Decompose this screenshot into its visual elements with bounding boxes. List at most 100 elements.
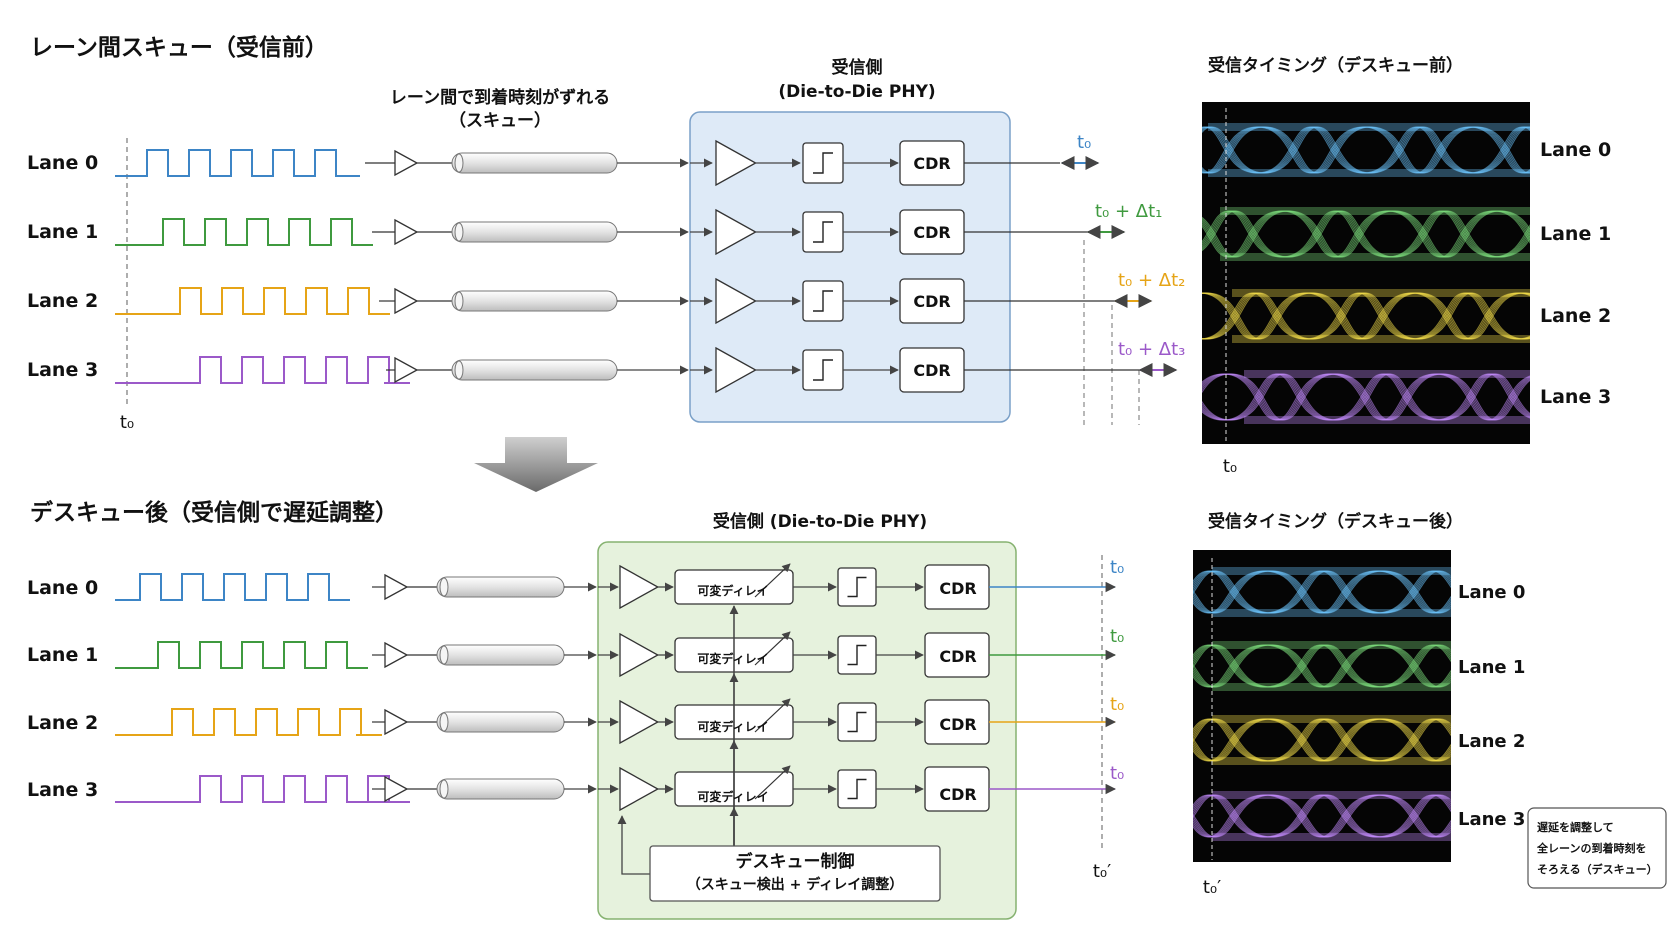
top-eye-t0-label: t₀ [1223,456,1237,477]
top-eye-lane-1-pattern-rail-top [1220,207,1530,215]
bottom-cdr-label-2: CDR [939,715,976,734]
top-phy-label-sub: (Die-to-Die PHY) [778,82,935,102]
top-t0-label: t₀ [120,412,134,433]
top-channel-3 [451,359,618,381]
top-phy-label: 受信側 [832,57,883,78]
bottom-t0p-label: t₀′ [1093,861,1111,882]
deskew-control-sub: （スキュー検出 + ディレイ調整） [687,876,904,893]
top-sampler-3-symbol [813,359,833,381]
bottom-eye-lane-2-pattern-trace-b-5 [1193,718,1451,762]
bottom-eye-lane-3-pattern [1193,791,1451,841]
bottom-eye-lane-2-pattern-trace-a-5 [1193,718,1451,762]
top-arrival-label-3: t₀ + Δt₃ [1118,339,1185,360]
top-phy-box [689,111,1011,423]
top-eye-lane-1-pattern-trace-b-5 [1202,210,1530,258]
top-eye-traces [1202,123,1530,424]
bottom-eye-lane-2: Lane 2 [1458,731,1525,752]
bottom-eye-lane-0-pattern [1193,567,1451,617]
note-line-2: 全レーンの到着時刻を [1536,841,1646,855]
bottom-eye-lane-3-pattern-trace-a-5 [1193,794,1451,838]
bottom-eye-t0p-label: t₀′ [1203,877,1221,898]
bottom-delay-label-2: 可変ディレイ [697,719,768,734]
bottom-eye-lane-1-pattern [1193,641,1451,691]
top-rx-amp-1 [715,208,757,256]
bottom-tx-buffer-0 [384,573,409,601]
bottom-channel-2-end [439,712,449,732]
bottom-rx-amp-1 [619,632,660,678]
bottom-eye-lane-2-pattern [1193,715,1451,765]
bottom-eye-lane-1-pattern-trace-b-5 [1193,644,1451,688]
bottom-waveform-3 [115,775,410,803]
bottom-lane-label-1: Lane 1 [27,644,98,666]
bottom-tx-buffer-2 [384,708,409,736]
bottom-cdr-label-3: CDR [939,785,976,804]
bottom-eye-lane-0-pattern-trace-b-5 [1193,570,1451,614]
bottom-rx-amp-2 [619,699,660,745]
top-waveform-0 [115,149,360,177]
bottom-channel-3 [436,778,565,800]
bottom-waveform-2 [115,708,382,736]
top-waveform-3 [115,356,410,384]
bottom-channel-1-end [439,645,449,665]
bottom-arrival-label-2: t₀ [1110,694,1124,715]
top-rx-amp-2 [715,277,757,325]
control-feedback-from-amp [617,815,650,875]
top-eye-lane-3-pattern-rail-top [1244,370,1530,378]
bottom-cdr-label-1: CDR [939,647,976,666]
bottom-eye-lane-3-pattern-rail-top [1212,791,1451,799]
top-waveform-1 [115,218,373,246]
top-arrival-label-2: t₀ + Δt₂ [1118,270,1185,291]
top-channel-1-end [454,222,464,242]
top-eye-lane-0-pattern [1202,123,1530,177]
top-cdr-label-0: CDR [913,154,950,173]
top-cdr-label-3: CDR [913,361,950,380]
bottom-rx-amp-3 [619,766,660,812]
note-box [1527,807,1667,889]
bottom-eye-lane-3-pattern-rail-bottom [1212,833,1451,841]
bottom-waveform-0 [115,573,350,601]
bottom-eye-lane-0-pattern-rail-top [1212,567,1451,575]
bottom-eye-lane-1-pattern-trace-a-5 [1193,644,1451,688]
bottom-eye-lane-0-pattern-rail-bottom [1212,609,1451,617]
top-eye-lane-1-pattern-rail-bottom [1220,253,1530,261]
bottom-channel-0-end [439,577,449,597]
bottom-eye-lane-1-pattern-rail-bottom [1212,683,1451,691]
top-channel-2 [451,290,618,312]
bottom-tx-buffer-3 [384,775,409,803]
top-eye-lane-1-pattern [1202,207,1530,261]
top-channel-2-end [454,291,464,311]
top-rx-amp-3 [715,346,757,394]
top-lane-label-2: Lane 2 [27,290,98,312]
bottom-delay-label-3: 可変ディレイ [697,789,768,804]
bottom-phy-label: 受信側 (Die-to-Die PHY) [713,511,927,532]
top-channel-0 [451,152,618,174]
bottom-arrival-label-3: t₀ [1110,763,1124,784]
bottom-eye-lane-1-pattern-rail-top [1212,641,1451,649]
bottom-channel-2 [436,711,565,733]
bottom-phy-box [597,541,1017,920]
top-eye-lane-2-pattern-trace-b-5 [1202,292,1530,340]
top-eye-lane-3: Lane 3 [1540,386,1611,408]
top-lane-label-1: Lane 1 [27,221,98,243]
top-lane-label-3: Lane 3 [27,359,98,381]
note-line-3: そろえる（デスキュー） [1537,862,1658,876]
top-lane-label-0: Lane 0 [27,152,98,174]
top-eye-lane-1-pattern-trace-a-5 [1202,210,1530,258]
bottom-channel-3-end [439,779,449,799]
bottom-eye-traces [1193,567,1451,841]
top-eye-lane-0-pattern-rail-top [1208,123,1530,131]
bottom-delay-adjust-arrow-1 [754,631,791,666]
top-eye-lane-0-pattern-trace-b-5 [1202,126,1530,174]
deskew-control-title: デスキュー制御 [736,851,855,872]
bottom-channel-0 [436,576,565,598]
bottom-eye-lane-3-pattern-trace-b-5 [1193,794,1451,838]
bottom-tx-buffer-1 [384,641,409,669]
top-eye-lane-0-pattern-rail-bottom [1208,169,1530,177]
bottom-delay-label-0: 可変ディレイ [697,583,768,598]
top-eye-lane-2-pattern-trace-a-5 [1202,292,1530,340]
top-rx-amp-0 [715,139,757,187]
top-tx-buffer-1 [394,218,419,246]
top-channel-1 [451,221,618,243]
bottom-channel-1 [436,644,565,666]
top-eye-lane-0-pattern-trace-a-5 [1202,126,1530,174]
